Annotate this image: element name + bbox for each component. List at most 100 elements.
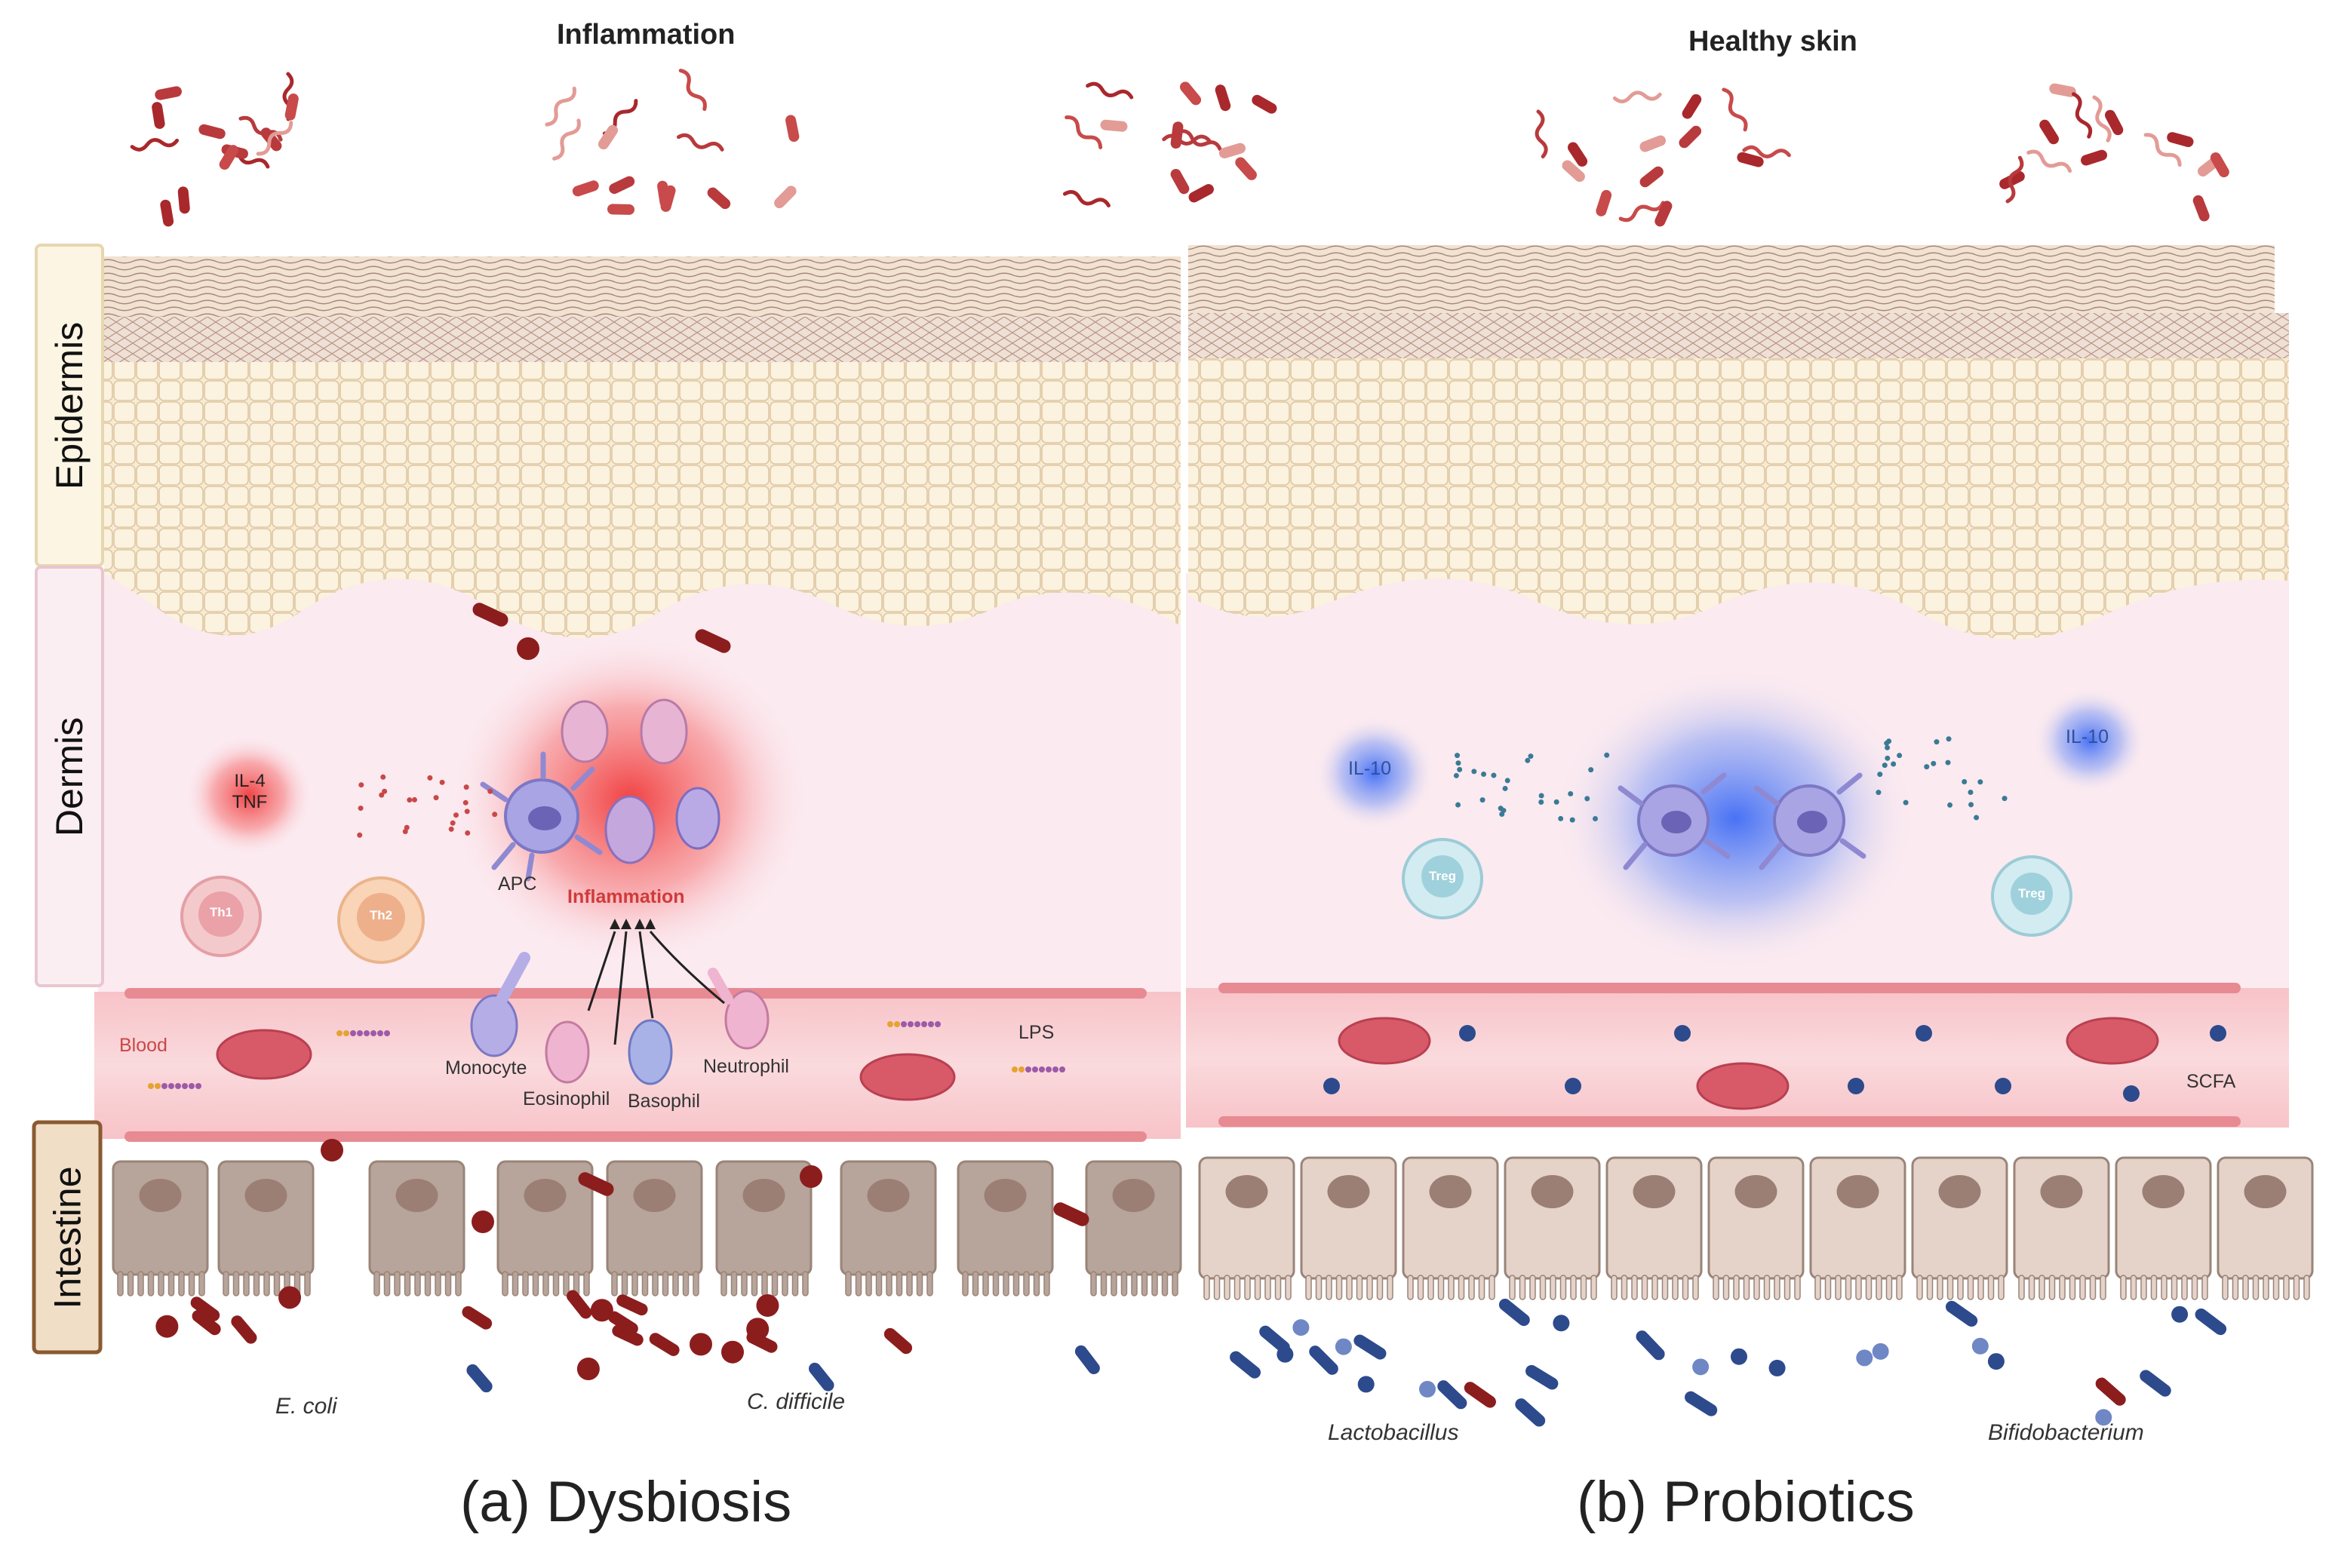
microvillus bbox=[147, 1271, 155, 1296]
caption-left: (a) Dysbiosis bbox=[460, 1470, 792, 1534]
coccus-bacterium bbox=[756, 1293, 779, 1317]
microvillus bbox=[1876, 1275, 1882, 1300]
red-blood-cell bbox=[1338, 1017, 1431, 1065]
spiral-bacterium bbox=[2071, 92, 2093, 139]
microvillus bbox=[2272, 1275, 2280, 1300]
cytokine-dot-blue bbox=[1491, 772, 1497, 778]
arrow-heads bbox=[610, 919, 656, 929]
coccus-probiotic bbox=[1872, 1342, 1889, 1360]
rod-bacterium bbox=[1252, 94, 1277, 114]
rod-probiotic bbox=[1259, 1325, 1290, 1354]
th1-label: Th1 bbox=[209, 905, 233, 919]
rod-bacterium bbox=[190, 1296, 220, 1321]
enterocyte-cell bbox=[112, 1160, 209, 1276]
spiral-bacterium bbox=[552, 118, 581, 161]
rod-bacterium bbox=[1562, 160, 1585, 183]
enterocyte-nucleus bbox=[1938, 1175, 1981, 1208]
lps-molecule bbox=[357, 1030, 363, 1036]
lps-molecule bbox=[1032, 1066, 1038, 1072]
cytokine-dot-blue bbox=[1891, 761, 1897, 767]
microvillus bbox=[1641, 1275, 1648, 1300]
neutrophil-cell bbox=[708, 968, 770, 1050]
cytokine-dot-blue bbox=[1504, 778, 1510, 784]
cytokine-dot-blue bbox=[1538, 799, 1544, 805]
translocating-bacterium bbox=[578, 1172, 614, 1196]
microvillus bbox=[2048, 1275, 2056, 1300]
intestinal-epithelium bbox=[112, 1156, 2314, 1300]
coccus-probiotic bbox=[1335, 1338, 1352, 1355]
enterocyte-nucleus bbox=[395, 1179, 438, 1212]
microvillus bbox=[1621, 1275, 1628, 1300]
cytokine-dot-red bbox=[358, 805, 364, 812]
lps-molecule bbox=[336, 1030, 343, 1036]
rod-bacterium bbox=[1737, 152, 1764, 167]
cytokine-label-il4-tnf: IL-4 TNF bbox=[226, 771, 273, 813]
spiral-bacterium bbox=[1535, 109, 1548, 159]
enterocyte-nucleus bbox=[2142, 1175, 2185, 1208]
microvillus bbox=[1743, 1275, 1750, 1300]
cytokine-dot-red bbox=[404, 824, 410, 830]
pathogenic-gut-bacteria bbox=[155, 603, 1100, 1393]
microvillus bbox=[982, 1271, 989, 1296]
cytokine-dot-blue bbox=[1558, 815, 1564, 821]
cytokine-dot-red bbox=[492, 812, 498, 818]
rod-bacterium bbox=[1679, 125, 1702, 149]
microvillus bbox=[906, 1271, 913, 1296]
microvillus bbox=[761, 1271, 768, 1296]
rod-bacterium bbox=[1639, 166, 1664, 188]
translocating-bacterium bbox=[517, 637, 539, 660]
cytokine-dot-blue bbox=[1924, 764, 1930, 770]
microvillus bbox=[1478, 1275, 1485, 1300]
rod-bacterium bbox=[567, 1290, 592, 1319]
lps-molecule bbox=[908, 1021, 914, 1027]
cytokine-dot-blue bbox=[1455, 760, 1461, 766]
basophil-label: Basophil bbox=[628, 1091, 700, 1112]
microvillus bbox=[198, 1271, 205, 1296]
microvillus bbox=[1824, 1275, 1832, 1300]
microvillus bbox=[1998, 1275, 2005, 1300]
translocating-bacterium bbox=[472, 1211, 494, 1233]
microvillus bbox=[662, 1271, 669, 1296]
tnf-text: TNF bbox=[232, 792, 268, 812]
microvillus bbox=[916, 1271, 923, 1296]
microvillus bbox=[2201, 1275, 2208, 1300]
scfa-molecule bbox=[2123, 1085, 2140, 1102]
microvillus bbox=[1896, 1275, 1903, 1300]
microvillus bbox=[178, 1271, 185, 1296]
species-label-e-coli: E. coli bbox=[275, 1394, 337, 1419]
cytokine-dot-blue bbox=[1593, 815, 1599, 821]
microvillus bbox=[1326, 1275, 1332, 1300]
lps-molecule bbox=[384, 1030, 390, 1036]
microvillus bbox=[2181, 1275, 2188, 1300]
coccus-bacterium bbox=[590, 1299, 613, 1322]
microvillus bbox=[1274, 1275, 1282, 1300]
microvillus bbox=[641, 1271, 649, 1296]
red-blood-cell bbox=[2066, 1017, 2159, 1065]
vessel-wall-top-left bbox=[124, 988, 1147, 999]
microvillus bbox=[2018, 1275, 2025, 1300]
treg-nucleus bbox=[1421, 855, 1464, 898]
coccus-probiotic bbox=[1768, 1359, 1786, 1376]
microvillus bbox=[1570, 1275, 1577, 1300]
enterocyte-cell bbox=[217, 1160, 315, 1276]
cytokine-dot-red bbox=[433, 795, 439, 801]
cytokine-dot-blue bbox=[1897, 753, 1903, 759]
rod-probiotic bbox=[2095, 1377, 2126, 1406]
cytokine-dot-blue bbox=[1974, 815, 1980, 821]
lps-molecule bbox=[182, 1083, 188, 1089]
spiral-bacterium bbox=[1065, 115, 1103, 149]
lps-molecule bbox=[189, 1083, 195, 1089]
cytokine-dot-blue bbox=[1977, 779, 1983, 785]
rod-bacterium bbox=[192, 1309, 221, 1336]
cytokine-dots bbox=[148, 736, 2008, 1089]
rod-bacterium bbox=[2049, 83, 2076, 97]
microvillus bbox=[1264, 1275, 1271, 1300]
stratum-granulosum-left bbox=[104, 317, 1181, 362]
microvillus bbox=[2120, 1275, 2127, 1300]
microvillus bbox=[1448, 1275, 1455, 1300]
rod-probiotic bbox=[1353, 1334, 1387, 1360]
rod-probiotic bbox=[1636, 1330, 1665, 1361]
microvillus bbox=[1224, 1275, 1230, 1300]
lps-molecule bbox=[1039, 1066, 1045, 1072]
microvillus bbox=[444, 1271, 452, 1296]
